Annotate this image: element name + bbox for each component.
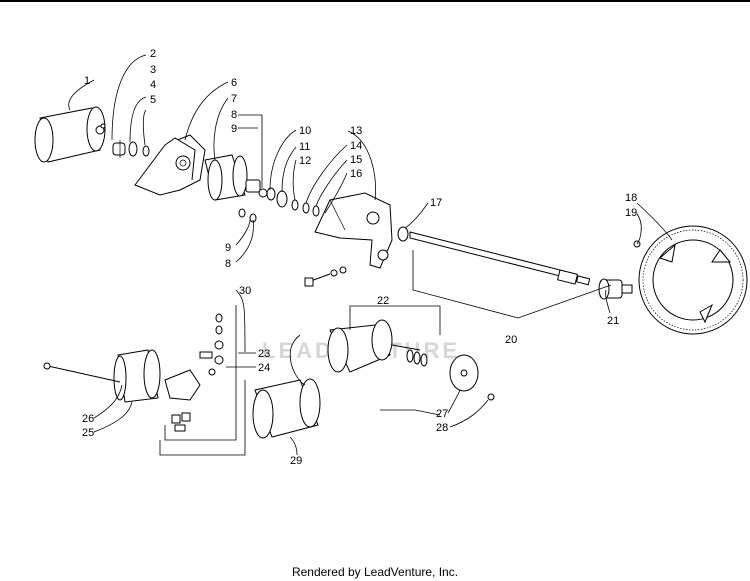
callout-1: 1 [84, 75, 90, 87]
callout-numbers: 1 2 3 4 5 6 7 8 9 10 11 12 13 14 15 16 1… [82, 48, 637, 467]
bracket-bolt [304, 266, 347, 287]
bracket-screws [238, 208, 257, 223]
callout-6: 6 [231, 77, 237, 89]
bushing [397, 226, 409, 242]
callout-19: 19 [625, 207, 637, 219]
callout-17: 17 [430, 197, 442, 209]
callout-22: 22 [377, 295, 389, 307]
callout-18: 18 [625, 192, 637, 204]
callout-21: 21 [607, 315, 619, 327]
callout-29: 29 [290, 455, 302, 467]
drive-shaft [409, 231, 591, 286]
callout-10: 10 [299, 125, 311, 137]
callout-5: 5 [150, 94, 156, 106]
end-cap [43, 349, 161, 403]
callout-8: 8 [231, 109, 237, 121]
callout-20: 20 [505, 334, 517, 346]
parts-layer [34, 106, 748, 439]
washer-stack [266, 187, 320, 217]
callout-15: 15 [350, 154, 362, 166]
field-frame [252, 378, 321, 439]
callout-16: 16 [350, 168, 362, 180]
leader-lines [68, 54, 673, 456]
footer-credit: Rendered by LeadVenture, Inc. [291, 565, 459, 579]
callout-24: 24 [258, 362, 270, 374]
callout-9-lower: 9 [225, 242, 231, 254]
end-plate [449, 354, 495, 401]
callout-3: 3 [150, 64, 156, 76]
brush-parts [164, 313, 224, 432]
clutch-gear [598, 278, 633, 300]
starter-motor [34, 106, 106, 163]
callout-23: 23 [258, 348, 270, 360]
callout-28: 28 [436, 422, 448, 434]
callout-7: 7 [231, 93, 237, 105]
callout-8-lower: 8 [225, 258, 231, 270]
ring-gear [633, 225, 748, 335]
callout-11: 11 [299, 141, 310, 153]
callout-12: 12 [299, 155, 311, 167]
top-border-line [0, 0, 750, 2]
starter-bracket [134, 134, 206, 196]
callout-13: 13 [350, 125, 362, 137]
drive-housing [204, 154, 268, 201]
callout-14: 14 [350, 140, 362, 152]
callout-4: 4 [150, 79, 156, 91]
callout-26: 26 [82, 413, 94, 425]
support-bracket [314, 192, 393, 269]
armature [327, 319, 428, 373]
callout-25: 25 [82, 427, 94, 439]
callout-27: 27 [436, 408, 448, 420]
pinion-parts [112, 140, 150, 158]
callout-30: 30 [239, 285, 251, 297]
callout-9: 9 [231, 123, 237, 135]
callout-2: 2 [150, 48, 156, 60]
